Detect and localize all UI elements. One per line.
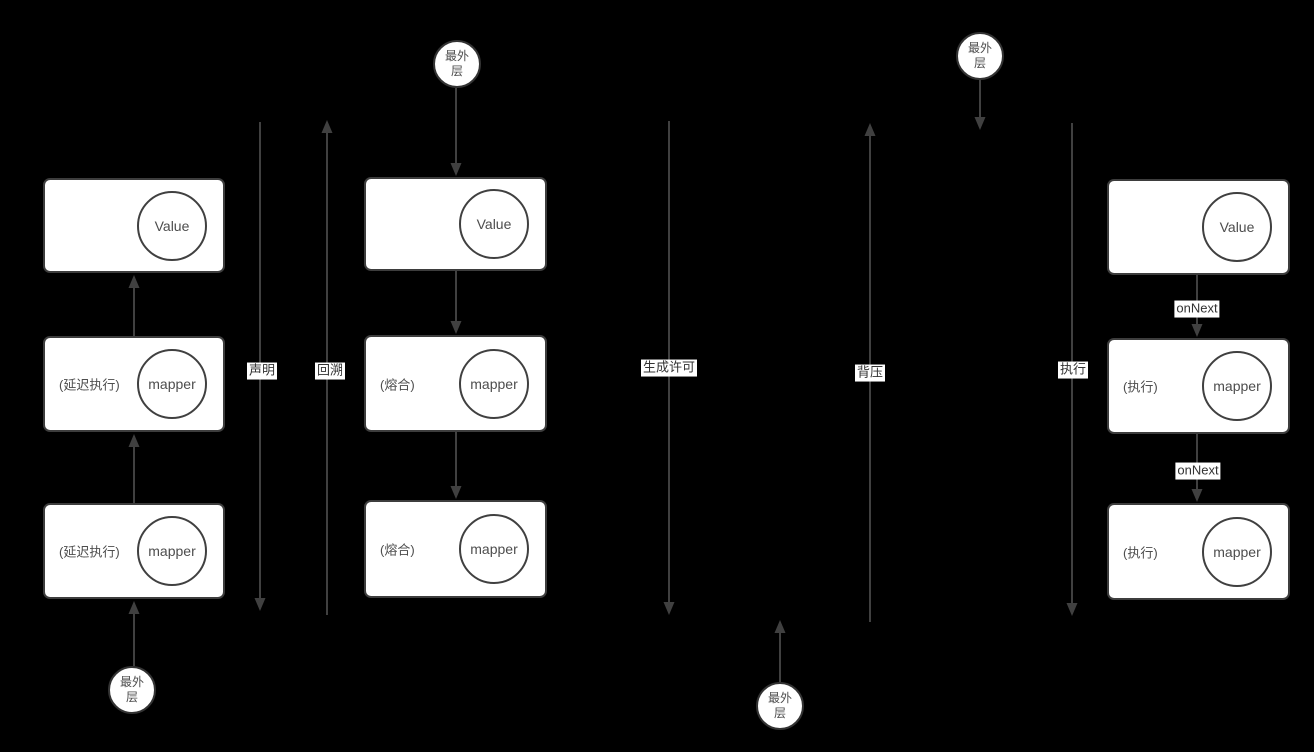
mapper-circle-label: mapper [470, 375, 518, 392]
node-declare-mapper-2: (延迟执行) mapper [43, 503, 225, 599]
edge-label-onnext-1: onNext [1174, 300, 1220, 318]
outermost-circle-floating-bottom: 最外层 [756, 682, 804, 730]
value-circle-label: Value [154, 217, 190, 234]
mapper-circle: mapper [137, 349, 207, 419]
mapper-circle: mapper [1202, 516, 1272, 587]
arrow-fuse-box2-to-box3 [450, 432, 462, 499]
outermost-label: 最外层 [119, 675, 144, 704]
arrow-declare-box2-to-box1 [128, 275, 140, 336]
node-declare-mapper-1: (延迟执行) mapper [43, 336, 225, 432]
flow-label-backpressure: 背压 [854, 364, 886, 382]
arrow-declare-box3-to-box2 [128, 434, 140, 503]
node-declare-value: Value [43, 178, 225, 273]
arrow-fuse-outermost-to-box1 [450, 88, 462, 176]
node-annotation: (熔合) [380, 377, 415, 392]
node-execute-mapper-2: (执行) mapper [1107, 503, 1290, 600]
mapper-circle-label: mapper [1213, 378, 1261, 394]
flow-label-backtrack: 回溯 [314, 362, 346, 380]
mapper-circle: mapper [1202, 351, 1272, 421]
node-execute-mapper-1: (执行) mapper [1107, 338, 1290, 434]
arrow-declare-outermost-to-box3 [128, 601, 140, 666]
outermost-label: 最外层 [444, 49, 469, 78]
outermost-circle-fuse: 最外层 [433, 40, 481, 88]
outermost-label: 最外层 [767, 691, 792, 720]
arrow-execute-box2-to-box3 [1191, 434, 1203, 502]
value-circle: Value [459, 189, 529, 259]
mapper-circle-label: mapper [1213, 543, 1261, 560]
node-annotation: (执行) [1123, 379, 1158, 395]
node-fuse-mapper-2: (熔合) mapper [364, 500, 547, 598]
outermost-circle-declare: 最外层 [108, 666, 156, 714]
flow-label-declare: 声明 [246, 362, 278, 380]
outermost-circle-floating-top: 最外层 [956, 32, 1004, 80]
flow-label-generate-permit: 生成许可 [640, 359, 698, 377]
mapper-circle-label: mapper [148, 376, 196, 392]
mapper-circle-label: mapper [148, 543, 196, 559]
value-circle-label: Value [1219, 219, 1255, 235]
outermost-label: 最外层 [967, 41, 992, 70]
node-execute-value: Value [1107, 179, 1290, 275]
arrow-floating-bottom-outermost [774, 620, 786, 682]
flow-arrow-declare [254, 122, 266, 611]
flow-label-execute: 执行 [1057, 361, 1089, 379]
mapper-circle: mapper [459, 514, 529, 584]
value-circle-label: Value [476, 216, 512, 232]
node-annotation: (延迟执行) [59, 377, 120, 393]
mapper-circle-label: mapper [470, 541, 518, 557]
arrow-floating-top-outermost [974, 80, 986, 130]
value-circle: Value [1202, 192, 1272, 262]
node-annotation: (延迟执行) [59, 544, 120, 560]
mapper-circle: mapper [137, 516, 207, 586]
value-circle: Value [137, 190, 207, 261]
arrow-fuse-box1-to-box2 [450, 271, 462, 334]
edge-label-onnext-2: onNext [1175, 462, 1221, 480]
node-annotation: (执行) [1123, 545, 1158, 560]
node-fuse-mapper-1: (熔合) mapper [364, 335, 547, 432]
mapper-circle: mapper [459, 348, 529, 419]
node-fuse-value: Value [364, 177, 547, 271]
node-annotation: (熔合) [380, 542, 415, 558]
